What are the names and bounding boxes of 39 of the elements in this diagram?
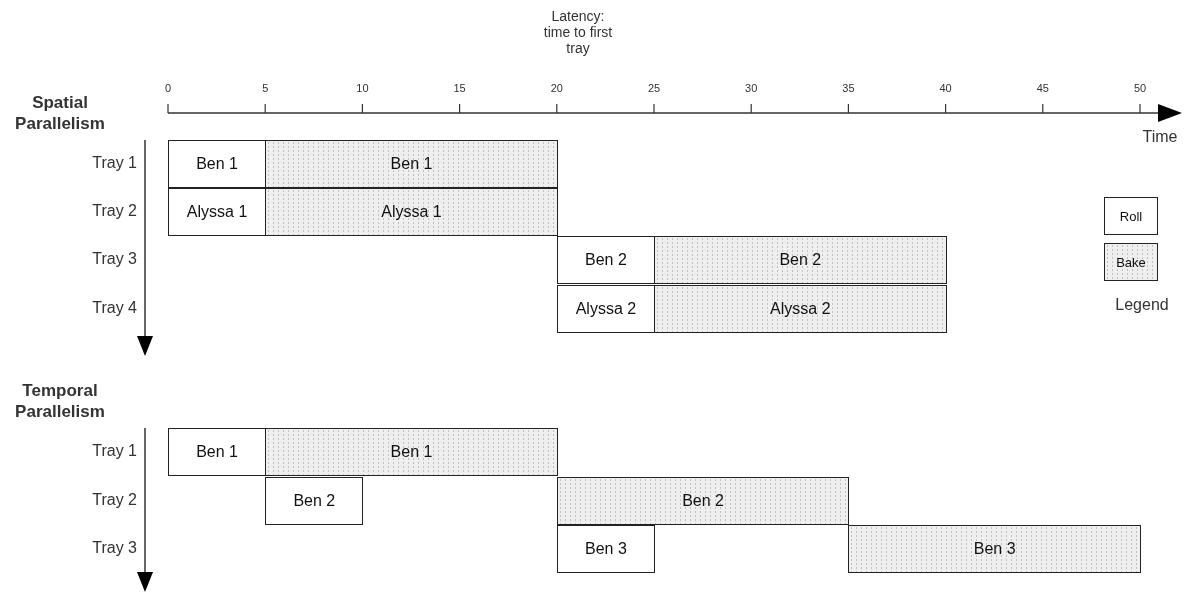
roll-task-box: Ben 2 — [265, 477, 364, 525]
tick-label: 20 — [550, 82, 563, 94]
row-label: Tray 1 — [92, 442, 137, 460]
note: Latency: time to first tray — [543, 8, 613, 56]
row-label: Tray 2 — [92, 491, 137, 509]
bake-task-box: Alyssa 1 — [265, 188, 558, 236]
tick-label: 0 — [164, 82, 172, 94]
row-label: Tray 1 — [92, 154, 137, 172]
roll-task-box: Alyssa 2 — [556, 285, 655, 333]
bake-task-box: Ben 1 — [265, 428, 558, 476]
bake-task-box: Ben 2 — [654, 236, 947, 284]
axis-label: Time — [1142, 128, 1178, 146]
tick-label: 5 — [262, 82, 269, 94]
tick-label: 30 — [745, 82, 758, 94]
roll-task-box: Ben 2 — [556, 236, 655, 284]
tick-label: 50 — [1133, 82, 1147, 94]
legend-label: Bake — [1116, 254, 1146, 270]
row-label: Tray 3 — [92, 539, 137, 557]
bake-task-box: Ben 2 — [556, 477, 850, 525]
legend-title: Legend — [1115, 296, 1169, 314]
tick-label: 40 — [939, 82, 952, 94]
bake-task-box: Ben 1 — [265, 140, 558, 188]
row-label: Tray 4 — [92, 299, 137, 317]
tick-label: 25 — [647, 82, 661, 94]
roll-task-box: Ben 3 — [556, 525, 655, 573]
tick-label: 15 — [453, 82, 466, 94]
section-heading: Spatial Parallelism — [14, 92, 106, 134]
legend-label: Roll — [1119, 208, 1143, 224]
row-label: Tray 2 — [92, 202, 137, 220]
tick-label: 35 — [842, 82, 855, 94]
tick-label: 45 — [1036, 82, 1049, 94]
bake-task-box: Ben 3 — [848, 525, 1141, 573]
tick-label: 10 — [356, 82, 369, 94]
section-heading: Temporal Parallelism — [14, 380, 106, 422]
roll-task-box: Ben 1 — [168, 428, 267, 476]
row-label: Tray 3 — [92, 250, 137, 268]
roll-task-box: Ben 1 — [168, 140, 267, 188]
bake-task-box: Alyssa 2 — [654, 285, 947, 333]
roll-task-box: Alyssa 1 — [168, 188, 267, 236]
